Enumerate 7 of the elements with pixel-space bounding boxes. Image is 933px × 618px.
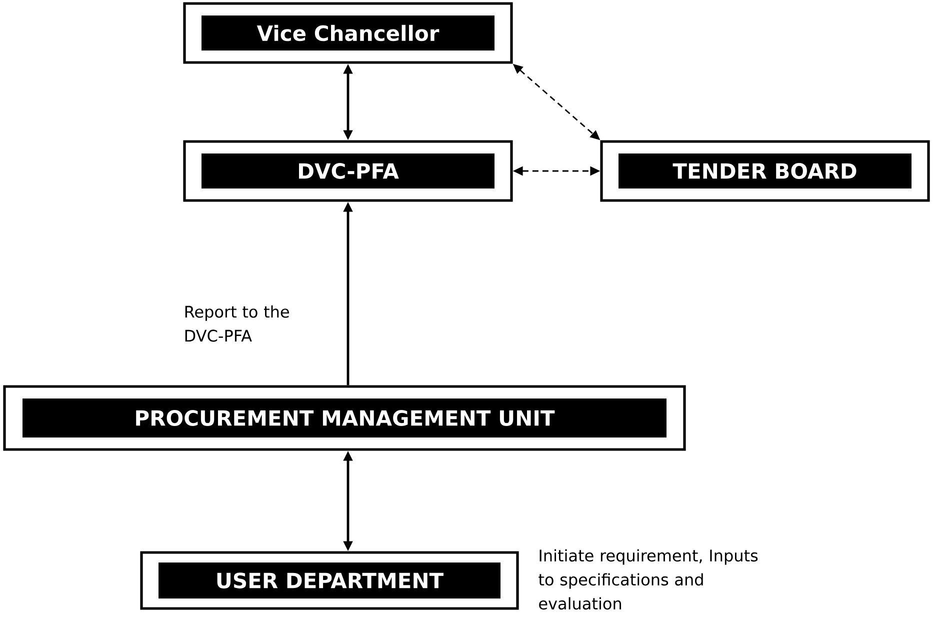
org-box: TENDER BOARD [600,140,930,202]
edge-label: Report to the DVC-PFA [185,305,289,342]
org-box: Vice Chancellor [183,2,513,64]
side-note: Initiate requirement, Inputs to specifications and evaluation [538,549,758,610]
org-box: PROCUREMENT MANAGEMENT UNIT [3,385,686,451]
org-box: USER DEPARTMENT [140,551,519,610]
org-box: DVC-PFA [183,140,513,202]
